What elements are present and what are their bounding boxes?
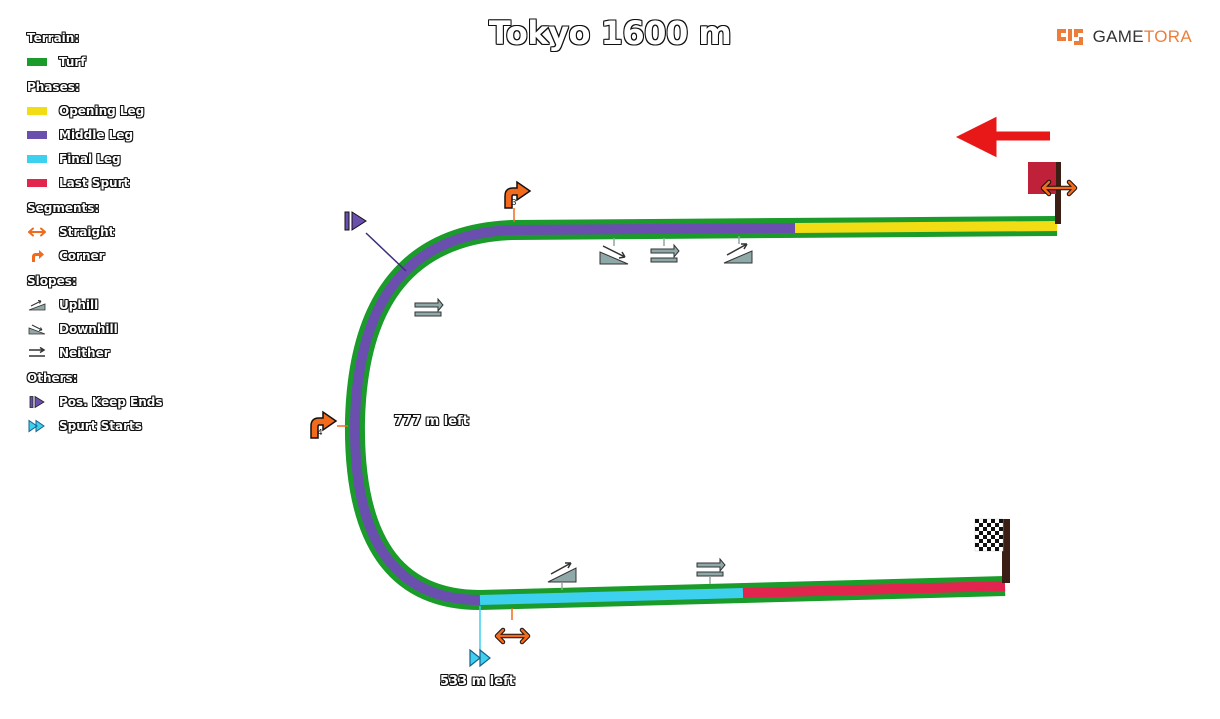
neither-marker-icon bbox=[696, 557, 726, 584]
legend-item-straight: Straight bbox=[27, 220, 227, 244]
legend-label: Middle Leg bbox=[59, 128, 134, 142]
legend-item-opening-leg: Opening Leg bbox=[27, 99, 227, 123]
corner-4-number: 4 bbox=[317, 428, 322, 437]
last-spurt-segment bbox=[742, 581, 1006, 598]
middle-leg-swatch bbox=[27, 131, 47, 139]
legend-label: Corner bbox=[59, 249, 105, 263]
spurt-starts-icon bbox=[27, 418, 47, 434]
legend-heading-slopes: Slopes: bbox=[27, 274, 77, 288]
legend-item-corner: Corner bbox=[27, 244, 227, 268]
legend-item-neither: Neither bbox=[27, 341, 227, 365]
legend-label: Pos. Keep Ends bbox=[59, 395, 163, 409]
legend-phases: Phases: Opening Leg Middle Leg Final Leg… bbox=[27, 80, 227, 195]
final-leg-swatch bbox=[27, 155, 47, 163]
uphill-marker-icon bbox=[723, 236, 753, 264]
legend-label: Opening Leg bbox=[59, 104, 145, 118]
neither-marker-icon bbox=[414, 297, 444, 317]
neither-icon bbox=[27, 345, 47, 361]
spurt-starts-label: 533 m left bbox=[440, 674, 515, 689]
corner-3-number: 3 bbox=[511, 198, 516, 207]
straight-marker-icon bbox=[1040, 179, 1078, 197]
legend-item-final-leg: Final Leg bbox=[27, 147, 227, 171]
uphill-icon bbox=[27, 297, 47, 313]
corner-3-icon: 3 bbox=[504, 180, 532, 222]
downhill-marker-icon bbox=[599, 238, 629, 265]
page-title: Tokyo 1600 m bbox=[488, 14, 732, 52]
brand-suffix: TORA bbox=[1143, 27, 1192, 46]
legend-heading-terrain: Terrain: bbox=[27, 31, 80, 45]
legend-label: Last Spurt bbox=[59, 176, 130, 190]
corner-icon bbox=[27, 248, 47, 264]
opening-leg-segment bbox=[794, 221, 1058, 233]
legend-terrain: Terrain: Turf bbox=[27, 31, 227, 74]
spurt-starts-marker-icon bbox=[469, 606, 491, 668]
neither-marker-icon bbox=[650, 238, 680, 263]
corner-4-icon: 4 bbox=[310, 410, 348, 439]
pos-keep-ends-label: 777 m left bbox=[394, 414, 469, 429]
legend-label: Final Leg bbox=[59, 152, 121, 166]
legend-label: Neither bbox=[59, 346, 110, 360]
gametora-logo-icon bbox=[1056, 29, 1083, 45]
final-leg-segment bbox=[479, 588, 744, 605]
pos-keep-ends-icon bbox=[27, 394, 47, 410]
legend-slopes: Slopes: Uphill Downhill Neither bbox=[27, 274, 227, 365]
legend-heading-phases: Phases: bbox=[27, 80, 80, 94]
legend-segments: Segments: Straight Corner bbox=[27, 201, 227, 268]
legend-item-downhill: Downhill bbox=[27, 317, 227, 341]
legend-label: Downhill bbox=[59, 322, 118, 336]
straight-icon bbox=[27, 224, 47, 240]
legend-others: Others: Pos. Keep Ends Spurt Starts bbox=[27, 371, 227, 438]
turf-track bbox=[355, 226, 1057, 600]
legend: Terrain: Turf Phases: Opening Leg Middle… bbox=[27, 31, 227, 444]
direction-arrow-icon bbox=[955, 116, 1050, 158]
finish-flag-icon bbox=[974, 518, 1010, 583]
legend-item-pos-keep-ends: Pos. Keep Ends bbox=[27, 390, 227, 414]
legend-heading-others: Others: bbox=[27, 371, 78, 385]
turf-swatch bbox=[27, 58, 47, 66]
legend-item-uphill: Uphill bbox=[27, 293, 227, 317]
legend-item-spurt-starts: Spurt Starts bbox=[27, 414, 227, 438]
legend-item-middle-leg: Middle Leg bbox=[27, 123, 227, 147]
brand-logo[interactable]: GAMETORA bbox=[1055, 25, 1192, 49]
start-flag-icon bbox=[1028, 162, 1061, 224]
last-spurt-swatch bbox=[27, 179, 47, 187]
legend-heading-segments: Segments: bbox=[27, 201, 100, 215]
opening-leg-swatch bbox=[27, 107, 47, 115]
legend-label: Uphill bbox=[59, 298, 99, 312]
brand-prefix: GAME bbox=[1092, 27, 1144, 46]
straight-marker-icon bbox=[494, 608, 531, 645]
downhill-icon bbox=[27, 321, 47, 337]
legend-label: Turf bbox=[59, 55, 86, 69]
legend-label: Straight bbox=[59, 225, 115, 239]
middle-leg-segment bbox=[349, 223, 796, 605]
uphill-marker-icon bbox=[547, 562, 577, 590]
pos-keep-ends-marker-icon bbox=[344, 211, 407, 272]
legend-item-last-spurt: Last Spurt bbox=[27, 171, 227, 195]
legend-item-turf: Turf bbox=[27, 50, 227, 74]
legend-label: Spurt Starts bbox=[59, 419, 142, 433]
